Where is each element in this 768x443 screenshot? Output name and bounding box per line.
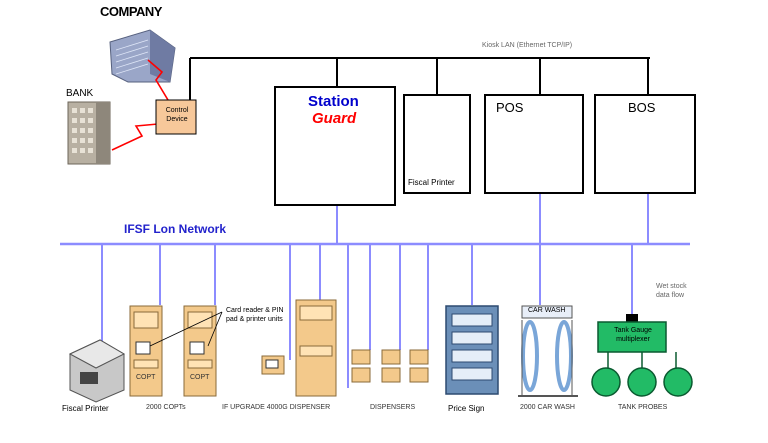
pos-label: POS: [496, 100, 524, 115]
copt-1-label: COPT: [136, 374, 156, 381]
bos-box: [594, 94, 696, 194]
dispenser-upgrade-label: IF UPGRADE 4000G DISPENSER: [222, 404, 331, 411]
fiscal-printer-bottom-icon: [68, 339, 126, 403]
kiosk-lan-label: Kiosk LAN (Ethernet TCP/IP): [482, 42, 573, 49]
station-label: Station: [308, 93, 359, 110]
fiscal-printer-top-label: Fiscal Printer: [408, 178, 455, 187]
company-label: COMPANY: [100, 4, 162, 19]
opt-group-label: 2000 COPTs: [146, 404, 186, 411]
guard-label: Guard: [312, 110, 357, 127]
dispenser-boxes-icon: [351, 349, 429, 383]
station-guard-box: [274, 86, 396, 206]
car-wash-label: 2000 CAR WASH: [520, 404, 575, 411]
copt-unit-1-icon: [129, 305, 163, 397]
company-red-link: [147, 59, 169, 101]
wet-stock-label: Wet stock data flow: [656, 283, 687, 299]
control-device-box: [155, 99, 197, 135]
dispensers-label: DISPENSERS: [370, 404, 416, 411]
price-sign-label: Price Sign: [448, 404, 485, 413]
tank-probes-label: TANK PROBES: [618, 404, 668, 411]
bank-red-link: [111, 123, 159, 151]
upgrade-dispenser-icon: [261, 299, 337, 397]
control-device-label: Control Device: [165, 107, 189, 123]
company-building-icon: [109, 29, 176, 83]
bos-label: BOS: [628, 100, 656, 115]
fiscal-printer-top-box: [403, 94, 471, 194]
tank-gauge-icon: [591, 314, 693, 397]
bank-label: BANK: [66, 88, 94, 99]
card-reader-label: Card reader & PIN pad & printer units: [226, 307, 284, 323]
tank-gauge-label: Tank Gauge multiplexer: [614, 327, 652, 343]
pos-box: [484, 94, 584, 194]
fiscal-printer-bottom-label: Fiscal Printer: [62, 404, 109, 413]
bank-building-icon: [67, 101, 111, 165]
car-wash-icon: [518, 305, 578, 397]
price-sign-icon: [445, 305, 499, 395]
ifsf-network-label: IFSF Lon Network: [124, 222, 226, 236]
copt-2-label: COPT: [190, 374, 210, 381]
car-wash-sign-label: CAR WASH: [528, 307, 566, 314]
copt-unit-2-icon: [183, 305, 217, 397]
